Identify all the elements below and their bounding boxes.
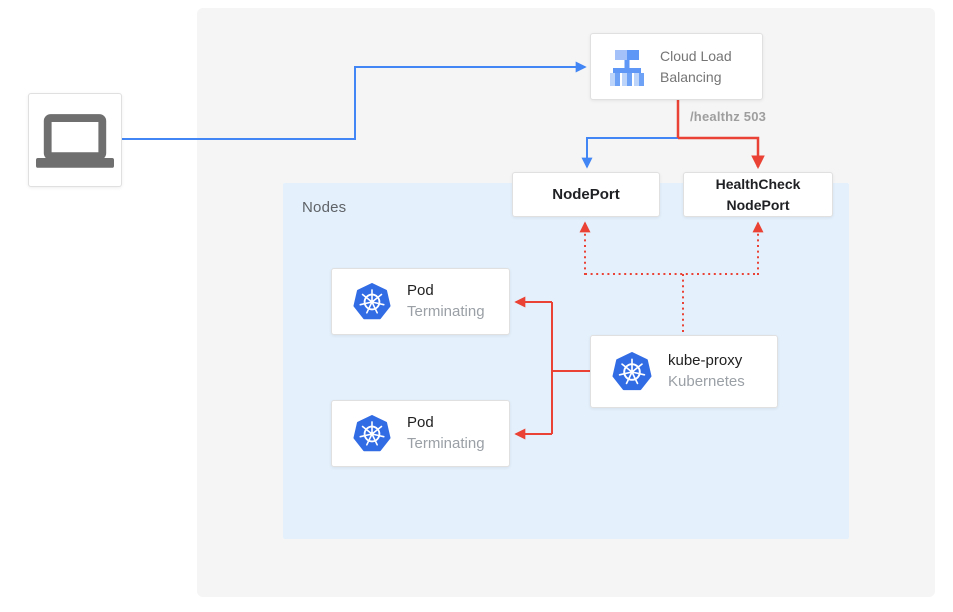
pod-1-title: Pod xyxy=(407,281,434,299)
pod-1-node: Pod Terminating xyxy=(331,268,510,335)
kubernetes-icon xyxy=(612,351,652,392)
cloud-load-balancing-node: Cloud Load Balancing xyxy=(590,33,763,100)
nodes-panel-label: Nodes xyxy=(302,199,347,216)
pod-2-node: Pod Terminating xyxy=(331,400,510,467)
pod-2-title: Pod xyxy=(407,413,434,431)
kube-proxy-title: kube-proxy xyxy=(668,351,743,369)
kubernetes-icon xyxy=(353,414,391,453)
pod-2-status: Terminating xyxy=(407,435,485,452)
nodeport-node: NodePort xyxy=(512,172,660,217)
healthcheck-nodeport-node: HealthCheck NodePort xyxy=(683,172,833,217)
laptop-icon xyxy=(36,113,114,168)
kubernetes-icon xyxy=(353,282,391,321)
nodeport-label: NodePort xyxy=(552,186,620,203)
kube-proxy-subtitle: Kubernetes xyxy=(668,373,745,390)
cloud-load-balancing-icon xyxy=(607,47,647,87)
cloud-load-balancing-label: Cloud Load Balancing xyxy=(660,48,732,85)
client-node xyxy=(28,93,122,187)
kube-proxy-node: kube-proxy Kubernetes xyxy=(590,335,778,408)
healthz-annotation: /healthz 503 xyxy=(690,109,767,124)
healthcheck-nodeport-label: HealthCheck NodePort xyxy=(715,175,801,213)
pod-1-status: Terminating xyxy=(407,303,485,320)
